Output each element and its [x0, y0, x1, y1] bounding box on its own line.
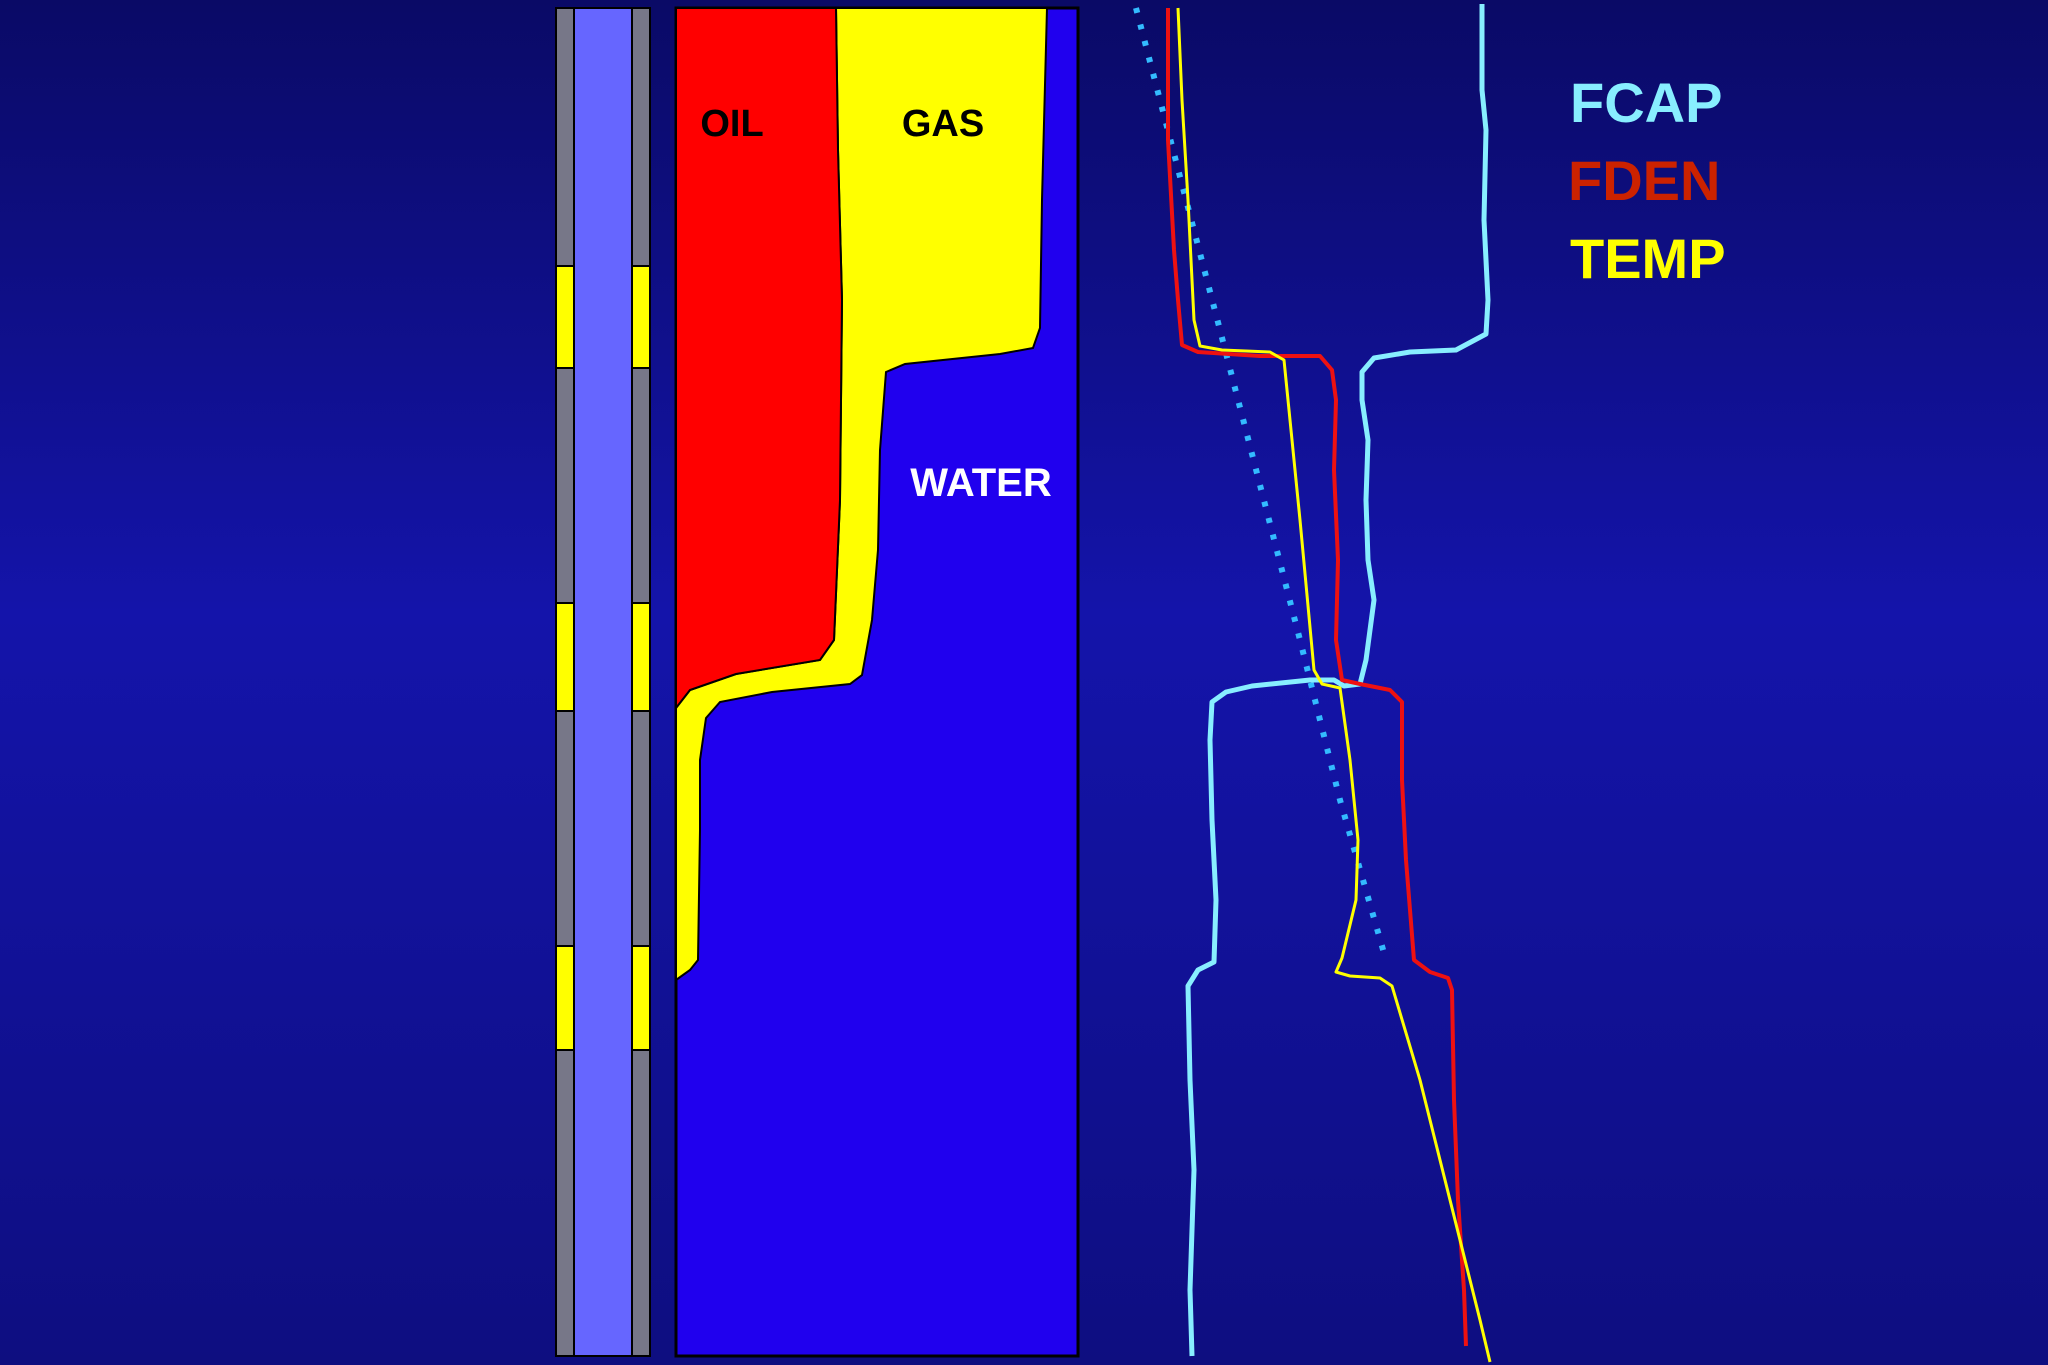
fluid-panel: OIL GAS WATER	[674, 6, 1080, 1358]
perforation-lower-right	[631, 945, 651, 1051]
tubing	[573, 7, 633, 1357]
fcap-curve	[1185, 4, 1491, 1357]
perforation-upper-left	[555, 265, 575, 369]
temp-curve	[1176, 7, 1492, 1363]
legend-temp: TEMP	[1570, 227, 1726, 290]
gas-label: GAS	[902, 103, 984, 145]
water-label: WATER	[910, 461, 1052, 505]
fden-curve	[1166, 8, 1468, 1347]
oil-label: OIL	[700, 103, 763, 145]
perforation-lower-left	[555, 945, 575, 1051]
perforation-middle-right	[631, 602, 651, 712]
perforation-marker-icon	[555, 265, 651, 1051]
log-curves	[1133, 4, 1492, 1363]
perforation-upper-right	[631, 265, 651, 369]
geothermal-reference-line	[1133, 7, 1389, 961]
perforation-middle-left	[555, 602, 575, 712]
oil-region	[675, 7, 844, 711]
legend-fden: FDEN	[1568, 149, 1720, 212]
legend-fcap: FCAP	[1570, 71, 1722, 134]
curve-legend: FCAP FDEN TEMP	[1568, 71, 1726, 290]
wellbore-schematic	[555, 7, 651, 1357]
